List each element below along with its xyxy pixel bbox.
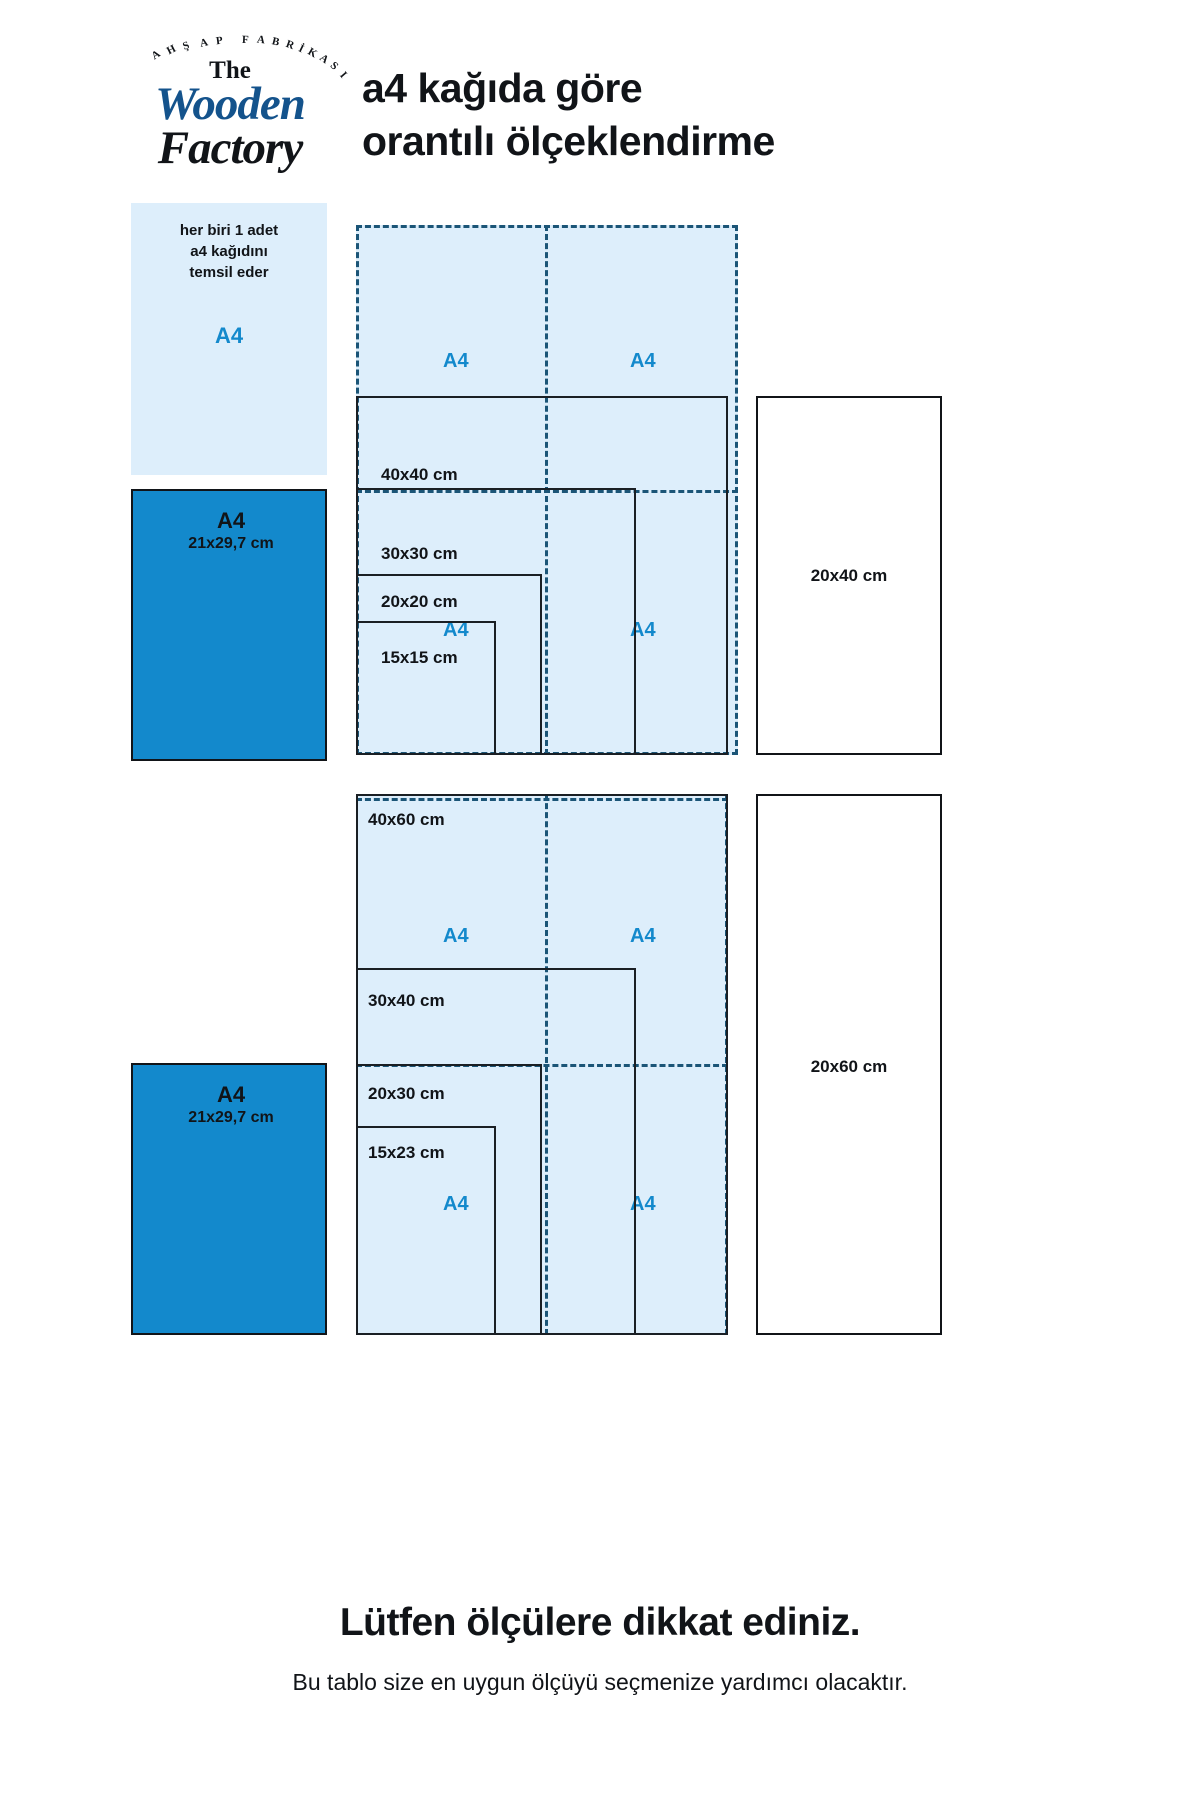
logo-arc-text: A H Ş A P F A B R İ K A S I xyxy=(149,33,350,81)
footer-subline: Bu tablo size en uygun ölçüyü seçmenize … xyxy=(292,1669,908,1695)
size-box-15x23 xyxy=(356,1126,496,1335)
a4-cell-label-bottom-left: A4 xyxy=(443,619,469,641)
a4-reference-dimension-top: 21x29,7 cm xyxy=(188,535,274,552)
size-box-15x15 xyxy=(356,621,496,755)
a4-grid-divider-horizontal-top-2 xyxy=(356,798,728,801)
size-label-15x23: 15x23 cm xyxy=(368,1143,445,1162)
size-label-20x40: 20x40 cm xyxy=(810,566,888,585)
a4-cell-label-bottom-group-bottom-right: A4 xyxy=(630,1193,656,1215)
size-label-40x40: 40x40 cm xyxy=(381,465,458,484)
logo-line-wooden: Wooden xyxy=(155,78,306,130)
logo-line-the: The xyxy=(209,57,251,84)
page-title: a4 kağıda göre orantılı ölçeklendirme xyxy=(362,62,1062,168)
page-title-line-2: orantılı ölçeklendirme xyxy=(362,118,775,164)
a4-cell-label-top-right: A4 xyxy=(630,350,656,372)
legend-note-line-3: temsil eder xyxy=(189,264,269,281)
legend-note-line-1: her biri 1 adet xyxy=(179,222,279,239)
size-label-20x20: 20x20 cm xyxy=(381,592,458,611)
size-label-15x15: 15x15 cm xyxy=(381,648,458,667)
size-label-30x30: 30x30 cm xyxy=(381,544,458,563)
page-title-line-1: a4 kağıda göre xyxy=(362,65,643,111)
a4-cell-label-bottom-group-bottom-left: A4 xyxy=(443,1193,469,1215)
size-label-20x30: 20x30 cm xyxy=(368,1084,445,1103)
legend-a4-label: A4 xyxy=(214,323,244,348)
size-label-40x60: 40x60 cm xyxy=(368,810,445,829)
a4-cell-label-top-left: A4 xyxy=(443,350,469,372)
size-label-20x60: 20x60 cm xyxy=(810,1057,888,1076)
brand-logo: A H Ş A P F A B R İ K A S I The Wooden F… xyxy=(130,33,350,178)
a4-grid-divider-horizontal-top xyxy=(356,490,738,493)
a4-reference-swatch-bottom: A4 21x29,7 cm xyxy=(131,1063,327,1335)
logo-line-factory: Factory xyxy=(157,122,303,174)
page-footer: Lütfen ölçülere dikkat ediniz. Bu tablo … xyxy=(0,1600,1200,1696)
size-box-20x40 xyxy=(756,396,942,755)
a4-reference-swatch-top: A4 21x29,7 cm xyxy=(131,489,327,761)
a4-cell-label-bottom-group-top-right: A4 xyxy=(630,925,656,947)
a4-grid-divider-horizontal-bottom xyxy=(356,1064,728,1067)
a4-reference-label-bottom: A4 xyxy=(216,1082,246,1107)
a4-reference-dimension-bottom: 21x29,7 cm xyxy=(188,1109,274,1126)
page-header: A H Ş A P F A B R İ K A S I The Wooden F… xyxy=(0,0,1200,200)
legend-card: her biri 1 adet a4 kağıdını temsil eder … xyxy=(131,203,327,475)
legend-note-line-2: a4 kağıdını xyxy=(190,243,268,260)
size-box-20x60 xyxy=(756,794,942,1335)
a4-cell-label-bottom-group-top-left: A4 xyxy=(443,925,469,947)
a4-cell-label-bottom-right: A4 xyxy=(630,619,656,641)
footer-headline: Lütfen ölçülere dikkat ediniz. xyxy=(339,1601,861,1644)
a4-reference-label-top: A4 xyxy=(216,508,246,533)
legend-note: her biri 1 adet a4 kağıdını temsil eder xyxy=(131,220,327,283)
size-label-30x40: 30x40 cm xyxy=(368,991,445,1010)
